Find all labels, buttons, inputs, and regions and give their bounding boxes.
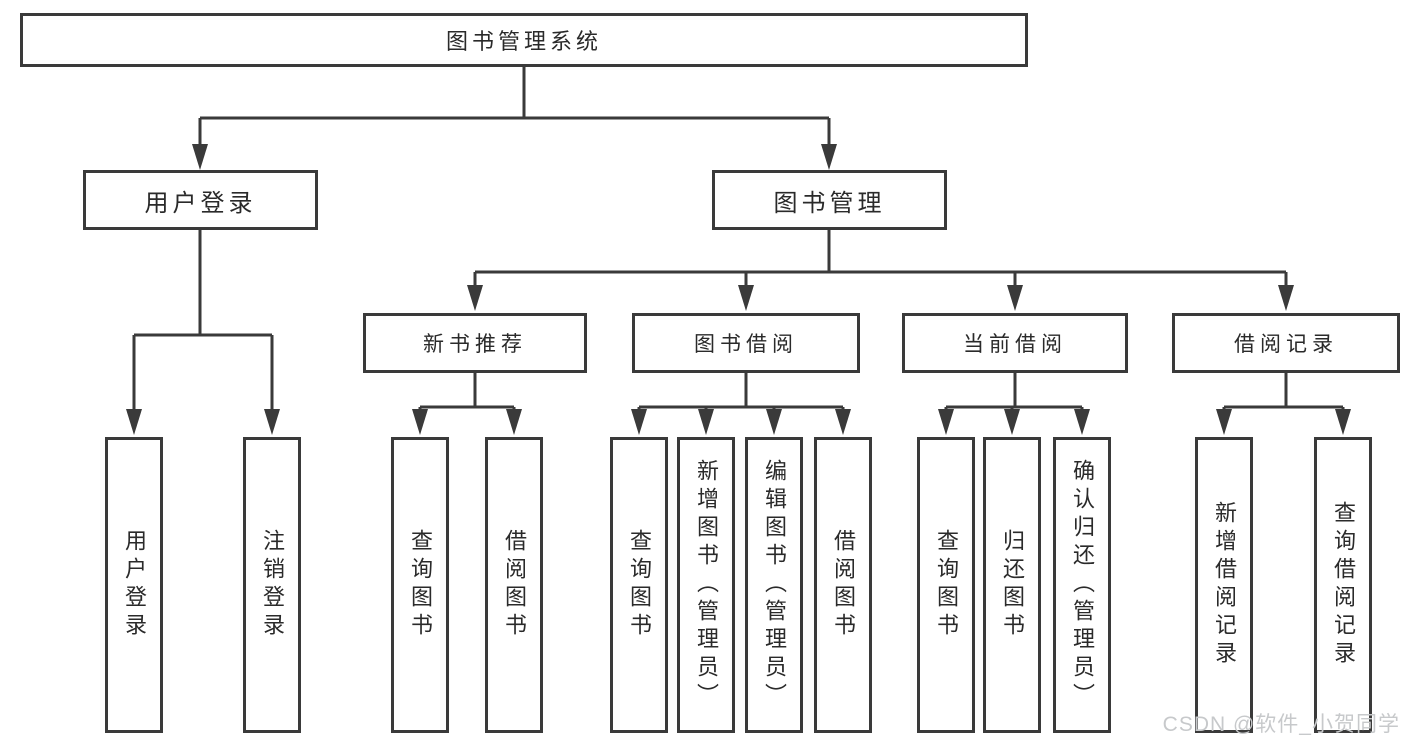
leaf-borrow-books-borrow: 借阅图书 [814, 437, 872, 733]
node-library-system-root: 图书管理系统 [20, 13, 1028, 67]
leaf-add-borrow-record: 新增借阅记录 [1195, 437, 1253, 733]
node-user-login-branch: 用户登录 [83, 170, 318, 230]
leaf-label: 查询图书 [408, 529, 433, 641]
leaf-label: 用户登录 [122, 529, 147, 641]
node-new-book-recommend-group: 新书推荐 [363, 313, 587, 373]
leaf-label: 借阅图书 [502, 529, 527, 641]
node-label: 借阅记录 [1234, 333, 1338, 356]
leaf-query-books-current: 查询图书 [917, 437, 975, 733]
node-book-borrow-group: 图书借阅 [632, 313, 860, 373]
leaf-label: 新增借阅记录 [1212, 501, 1237, 669]
node-label: 当前借阅 [963, 333, 1067, 356]
node-label: 图书管理系统 [445, 29, 602, 54]
leaf-query-borrow-record: 查询借阅记录 [1314, 437, 1372, 733]
node-current-borrow-group: 当前借阅 [902, 313, 1128, 373]
leaf-return-book: 归还图书 [983, 437, 1041, 733]
leaf-add-book-admin: 新增图书（管理员） [677, 437, 735, 733]
leaf-label: 注销登录 [260, 529, 285, 641]
leaf-logout: 注销登录 [243, 437, 301, 733]
leaf-label: 确认归还（管理员） [1070, 459, 1095, 711]
leaf-edit-book-admin: 编辑图书（管理员） [745, 437, 803, 733]
node-book-management-branch: 图书管理 [712, 170, 947, 230]
node-label: 图书借阅 [694, 333, 798, 356]
node-borrow-record-group: 借阅记录 [1172, 313, 1400, 373]
leaf-query-books-borrow: 查询图书 [610, 437, 668, 733]
node-label: 用户登录 [144, 189, 257, 217]
node-label: 图书管理 [773, 189, 886, 217]
leaf-label: 查询图书 [627, 529, 652, 641]
leaf-user-login: 用户登录 [105, 437, 163, 733]
leaf-label: 归还图书 [1000, 529, 1025, 641]
leaf-label: 新增图书（管理员） [694, 459, 719, 711]
leaf-label: 查询图书 [934, 529, 959, 641]
csdn-watermark: CSDN @软件_小贺同学 [1162, 713, 1400, 736]
leaf-confirm-return-admin: 确认归还（管理员） [1053, 437, 1111, 733]
leaf-query-books-recommend: 查询图书 [391, 437, 449, 733]
leaf-label: 查询借阅记录 [1331, 501, 1356, 669]
leaf-label: 编辑图书（管理员） [762, 459, 787, 711]
leaf-borrow-books-recommend: 借阅图书 [485, 437, 543, 733]
node-label: 新书推荐 [423, 333, 527, 356]
leaf-label: 借阅图书 [831, 529, 856, 641]
